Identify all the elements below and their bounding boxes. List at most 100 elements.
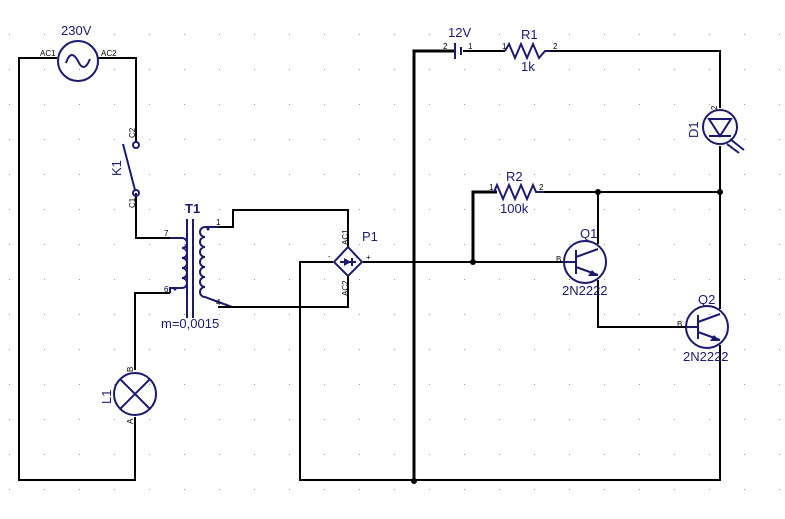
grid-dot: [394, 209, 395, 210]
grid-dot: [744, 174, 745, 175]
grid-dot: [114, 349, 115, 350]
grid-dot: [674, 489, 675, 490]
grid-dot: [79, 69, 80, 70]
bridge-rectifier-p1[interactable]: P1 AC1 AC2 - +: [328, 229, 378, 296]
grid-dot: [114, 419, 115, 420]
grid-dot: [79, 419, 80, 420]
grid-dot: [79, 349, 80, 350]
grid-dot: [44, 314, 45, 315]
grid-dot: [114, 454, 115, 455]
grid-dot: [114, 209, 115, 210]
grid-dot: [604, 104, 605, 105]
ac-source-pin-ac2: AC2: [101, 49, 117, 58]
wire-sec-top: [218, 209, 349, 247]
grid-dot: [779, 349, 780, 350]
switch-k1[interactable]: K1 C2 C1: [109, 127, 140, 208]
grid-dot: [709, 174, 710, 175]
ac-source[interactable]: 230V AC1 AC2: [40, 23, 117, 82]
grid-dot: [499, 279, 500, 280]
secondary-dot: [206, 227, 210, 231]
grid-dot: [324, 139, 325, 140]
grid-dot: [79, 174, 80, 175]
grid-dot: [149, 489, 150, 490]
bridge-pin-ac2: AC2: [341, 280, 350, 296]
grid-dot: [499, 384, 500, 385]
resistor-r2[interactable]: R2 100k 1 2: [489, 169, 544, 216]
grid-dot: [394, 69, 395, 70]
led-d1[interactable]: D1 2: [686, 105, 745, 154]
grid-dot: [639, 34, 640, 35]
grid-dot: [674, 454, 675, 455]
grid-dot: [219, 34, 220, 35]
lamp-l1[interactable]: L1 B A: [99, 367, 157, 424]
grid-dot: [499, 34, 500, 35]
grid-dot: [394, 174, 395, 175]
resistor-r1[interactable]: R1 1k 1 2: [502, 27, 558, 74]
battery-label: 12V: [448, 25, 471, 40]
grid-dot: [499, 349, 500, 350]
grid-dot: [184, 69, 185, 70]
grid-dot: [184, 174, 185, 175]
transistor-q2[interactable]: Q2 2N2222 B: [677, 292, 729, 364]
grid-dot: [744, 139, 745, 140]
grid-dot: [219, 314, 220, 315]
battery-12v[interactable]: 12V 2 1: [443, 25, 473, 59]
grid-dot: [184, 34, 185, 35]
grid-dot: [534, 244, 535, 245]
grid-dot: [709, 419, 710, 420]
grid-dot: [709, 349, 710, 350]
resistor-r1-zigzag: [504, 41, 550, 61]
grid-dot: [44, 349, 45, 350]
resistor-r1-pin-1: 1: [502, 42, 507, 51]
grid-dot: [604, 314, 605, 315]
grid-dot: [604, 349, 605, 350]
switch-label: K1: [109, 160, 124, 176]
grid-dot: [9, 314, 10, 315]
led-triangle: [707, 118, 733, 138]
secondary-winding: [199, 226, 233, 308]
grid-dot: [744, 279, 745, 280]
grid-dot: [709, 314, 710, 315]
grid-dot: [429, 349, 430, 350]
grid-dot: [359, 314, 360, 315]
grid-dot: [744, 349, 745, 350]
grid-dot: [569, 69, 570, 70]
grid-dot: [709, 384, 710, 385]
transistor-q1[interactable]: Q1 2N2222 B: [556, 226, 608, 298]
node-led: [717, 189, 723, 195]
grid-dot: [149, 174, 150, 175]
switch-contact-top: [132, 141, 140, 149]
grid-dot: [604, 209, 605, 210]
grid-dot: [464, 349, 465, 350]
grid-dot: [114, 174, 115, 175]
grid-dot: [534, 279, 535, 280]
grid-dot: [79, 104, 80, 105]
grid-dot: [394, 139, 395, 140]
grid-dot: [254, 384, 255, 385]
grid-dot: [9, 279, 10, 280]
bridge-pin-plus: +: [366, 253, 371, 262]
grid-dot: [9, 104, 10, 105]
grid-dot: [604, 384, 605, 385]
node-ground: [411, 478, 417, 484]
grid-dot: [499, 209, 500, 210]
grid-dot: [289, 139, 290, 140]
grid-dot: [289, 244, 290, 245]
grid-dot: [534, 314, 535, 315]
grid-dot: [44, 384, 45, 385]
grid-dot: [604, 419, 605, 420]
grid-dot: [289, 69, 290, 70]
grid-dot: [779, 209, 780, 210]
grid-dot: [674, 244, 675, 245]
grid-dot: [674, 174, 675, 175]
grid-dot: [219, 244, 220, 245]
grid-dot: [464, 419, 465, 420]
grid-dot: [394, 244, 395, 245]
grid-dot: [709, 104, 710, 105]
grid-dot: [114, 489, 115, 490]
grid-dot: [44, 104, 45, 105]
grid-dot: [464, 139, 465, 140]
grid-dot: [464, 489, 465, 490]
transformer-t1[interactable]: T1 m=0,0015 7 6 1 4: [161, 201, 233, 331]
